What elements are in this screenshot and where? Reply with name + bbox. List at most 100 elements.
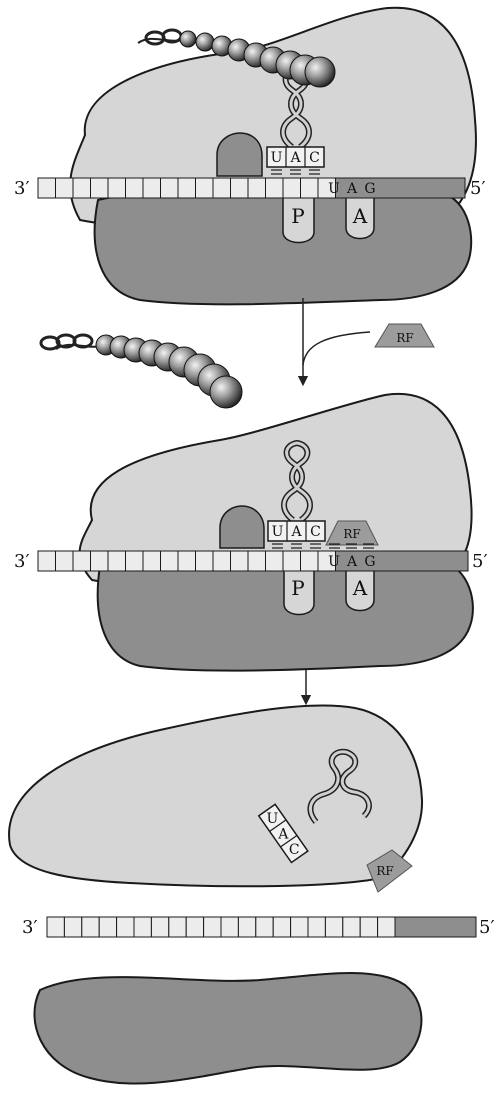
mrna-3-prime-label: 3′ — [14, 178, 30, 199]
stop-codon-base-3: G — [364, 554, 375, 570]
amino-acid-bead — [196, 33, 214, 51]
mrna-codon-cell — [301, 551, 319, 571]
anticodon-base-1: U — [271, 150, 283, 166]
stop-codon-base-2: A — [346, 181, 358, 197]
mrna-codon-cell — [117, 917, 134, 937]
mrna-codon-cell — [38, 551, 56, 571]
stop-codon: U A G — [328, 181, 376, 197]
exit-tunnel-bump — [217, 133, 262, 176]
mrna-codon-cell — [64, 917, 81, 937]
anticodon-base-2: A — [289, 150, 301, 166]
anticodon-base-3: C — [289, 842, 300, 858]
mrna-strand — [47, 917, 476, 937]
released-polypeptide — [41, 335, 242, 408]
mrna-codon-cell — [360, 917, 377, 937]
mrna-codon-cell — [108, 551, 126, 571]
mrna-codon-cell — [266, 178, 284, 198]
anticodon-base-1: U — [272, 524, 284, 540]
mrna-codon-cell — [161, 178, 179, 198]
mrna-codon-cell — [308, 917, 325, 937]
anticodon-base-2: A — [290, 524, 302, 540]
anticodon-base-3: C — [310, 524, 321, 540]
mrna-codon-cell — [91, 178, 109, 198]
rf-entry-path — [303, 332, 370, 365]
mrna-codon-cell — [151, 917, 168, 937]
mrna-codon-cell — [47, 917, 64, 937]
mrna-codon-cell — [108, 178, 126, 198]
mrna-3-prime-label: 3′ — [14, 551, 30, 572]
mrna-codon-cell — [178, 551, 196, 571]
mrna-5-prime-label: 5′ — [479, 917, 495, 938]
amino-acid-bead — [305, 57, 335, 87]
anticodon-base-3: C — [309, 150, 320, 166]
mrna-codon-cell — [126, 178, 144, 198]
mrna-codon-cell — [143, 178, 161, 198]
mrna-codon-cell — [231, 178, 249, 198]
mrna-codon-cell — [56, 178, 74, 198]
mrna-codon-cell — [143, 551, 161, 571]
release-factor-label-released: RF — [376, 864, 393, 878]
mrna-codon-cell — [178, 178, 196, 198]
stage-2: P A 3′ 5′ U A G RF U A C — [14, 394, 488, 671]
mrna-codon-cell — [273, 917, 290, 937]
stop-codon-base-2: A — [346, 554, 358, 570]
stop-codon: U A G — [328, 554, 376, 570]
release-factor-label-free: RF — [396, 331, 413, 345]
mrna-codon-cell — [231, 551, 249, 571]
stage-3: U A C RF 3′ 5′ — [9, 705, 494, 1083]
mrna-codon-cell — [99, 917, 116, 937]
a-site-label: A — [352, 204, 368, 228]
mrna-3-prime-label: 3′ — [22, 917, 38, 938]
small-subunit-released — [34, 973, 421, 1084]
mrna-codon-cell — [196, 551, 214, 571]
mrna-codon-cell — [238, 917, 255, 937]
mrna-codon-cell — [186, 917, 203, 937]
stop-codon-base-3: G — [364, 181, 375, 197]
mrna-codon-cell — [161, 551, 179, 571]
stop-codon-base-1: U — [328, 181, 340, 197]
release-factor-label-bound: RF — [343, 527, 360, 541]
mrna-codon-cell — [291, 917, 308, 937]
amino-acid-bead — [210, 376, 242, 408]
mrna-codon-cell — [213, 178, 231, 198]
mrna-codon-cell — [213, 551, 231, 571]
exit-tunnel-bump — [220, 506, 264, 548]
mrna-codon-cell — [196, 178, 214, 198]
mrna-codon-cell — [343, 917, 360, 937]
mrna-codon-cell — [378, 917, 395, 937]
mrna-codon-cell — [248, 178, 266, 198]
step-arrow-1: RF — [303, 298, 434, 381]
amino-acid-bead — [180, 31, 196, 47]
stage-1: P A 3′ 5′ U A G U A C — [14, 8, 486, 305]
mrna-codon-cell — [256, 917, 273, 937]
mrna-codon-cell — [248, 551, 266, 571]
a-site-label: A — [352, 576, 368, 600]
mrna-codon-cell — [38, 178, 56, 198]
mrna-codon-cell — [204, 917, 221, 937]
stop-codon-base-1: U — [328, 554, 340, 570]
mrna-codon-cell — [134, 917, 151, 937]
mrna-strand — [38, 178, 465, 198]
anticodon-base-1: U — [266, 811, 278, 827]
mrna-codon-cell — [325, 917, 342, 937]
p-site-label: P — [291, 576, 304, 600]
mrna-codon-cell — [73, 551, 91, 571]
mrna-5-prime-label: 5′ — [470, 178, 486, 199]
anticodon-base-2: A — [277, 826, 289, 842]
mrna-codon-cell — [126, 551, 144, 571]
mrna-codon-cell — [73, 178, 91, 198]
mrna-codon-cell — [301, 178, 319, 198]
mrna-codon-cell — [56, 551, 74, 571]
mrna-5-prime-label: 5′ — [472, 551, 488, 572]
mrna-codon-cell — [91, 551, 109, 571]
p-site-label: P — [291, 204, 304, 228]
mrna-codon-cell — [266, 551, 284, 571]
mrna-codon-cell — [283, 551, 301, 571]
mrna-untranslated-region — [395, 917, 476, 937]
mrna-codon-cell — [169, 917, 186, 937]
mrna-codon-cell — [283, 178, 301, 198]
mrna-codon-cell — [82, 917, 99, 937]
mrna-strand — [38, 551, 468, 571]
mrna-codon-cell — [221, 917, 238, 937]
